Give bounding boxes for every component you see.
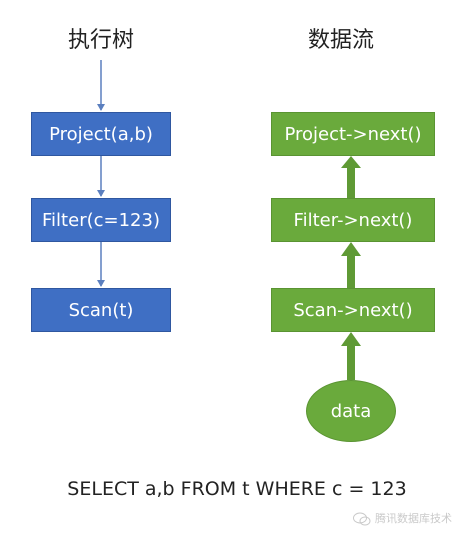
arrow-filter-to-project <box>341 156 361 198</box>
data-flow-heading: 数据流 <box>307 28 374 53</box>
flow-node-filter-next: Filter->next() <box>271 198 435 242</box>
tree-node-filter: Filter(c=123) <box>31 198 171 242</box>
tree-node-project: Project(a,b) <box>31 112 171 156</box>
flow-node-scan-next: Scan->next() <box>271 288 435 332</box>
flow-node-project-next: Project->next() <box>271 112 435 156</box>
tree-node-scan: Scan(t) <box>31 288 171 332</box>
wechat-icon <box>353 511 371 526</box>
arrow-data-to-scan <box>341 332 361 380</box>
data-source-ellipse: data <box>306 380 396 442</box>
arrow-scan-to-filter <box>341 242 361 288</box>
watermark: 腾讯数据库技术 <box>353 510 452 526</box>
watermark-text: 腾讯数据库技术 <box>375 512 452 525</box>
execution-tree-heading: 执行树 <box>67 28 134 53</box>
sql-statement: SELECT a,b FROM t WHERE c = 123 <box>67 478 407 500</box>
